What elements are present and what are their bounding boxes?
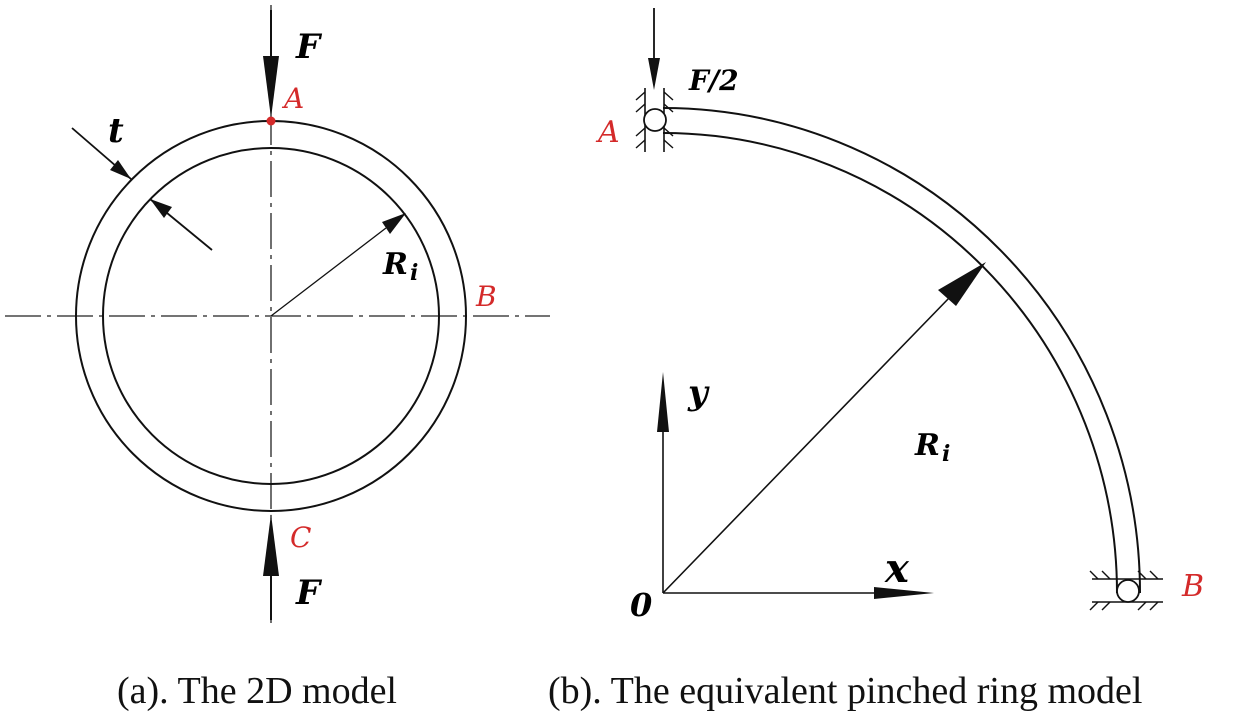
force-arrow-bottom — [263, 514, 279, 576]
radius-arrow-a — [382, 213, 406, 234]
inner-ring — [102, 147, 440, 485]
radius-label-a: Ri — [382, 247, 418, 286]
quarter-ring-outer — [662, 107, 1141, 594]
point-b-label: B — [475, 280, 497, 313]
figure-a: F F t Ri A B C (a). The 2D model — [5, 5, 550, 712]
y-axis-label: y — [687, 373, 710, 413]
force-label-bottom: F — [295, 573, 323, 613]
force-arrow-top — [263, 56, 279, 118]
caption-a: (a). The 2D model — [117, 670, 397, 712]
roller-b — [1116, 579, 1140, 603]
point-c-label: C — [290, 521, 311, 554]
support-b — [1089, 570, 1163, 611]
point-b-label-b: B — [1181, 569, 1204, 604]
force-half-label: F/2 — [688, 64, 739, 97]
y-axis-arrow — [657, 372, 669, 432]
support-a — [635, 88, 674, 152]
x-axis-label: x — [884, 545, 910, 592]
caption-b: (b). The equivalent pinched ring model — [548, 670, 1142, 712]
radius-label-b: Ri — [914, 428, 950, 467]
force-label-top: F — [295, 27, 323, 67]
radius-arrow-b — [938, 262, 986, 306]
quarter-ring-inner — [662, 132, 1118, 594]
x-axis-arrow — [874, 587, 934, 599]
thickness-arrow-inner — [150, 199, 172, 218]
thickness-arrow-outer — [110, 160, 131, 179]
origin-label: 0 — [630, 586, 652, 624]
point-a-marker — [266, 116, 276, 126]
point-a-label: A — [281, 82, 304, 115]
thickness-label: t — [108, 111, 124, 151]
figure-b: F/2 A B y x 0 Ri (b). The equivalent pin… — [548, 8, 1204, 712]
force-arrow-half — [648, 58, 660, 90]
roller-a — [643, 108, 667, 132]
point-a-label-b: A — [595, 115, 620, 150]
